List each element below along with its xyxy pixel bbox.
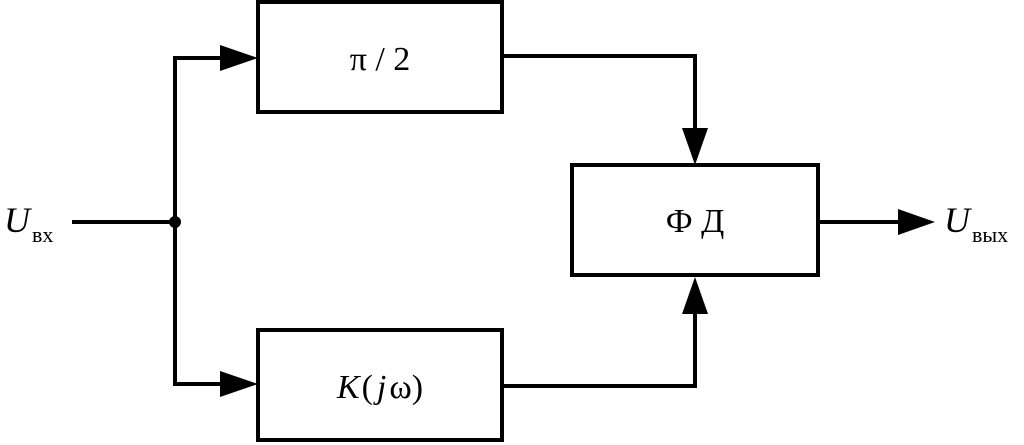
phase-detector-top-arrow bbox=[682, 128, 708, 165]
upper-branch-arrow bbox=[220, 45, 258, 71]
filter-label: K(jω) bbox=[336, 369, 423, 406]
phase-shifter-block bbox=[256, 0, 504, 114]
phase-shifter-output-wire bbox=[502, 54, 697, 130]
filter-label-omega: ω) bbox=[389, 369, 423, 406]
input-signal-subscript: вх bbox=[32, 222, 53, 247]
output-signal-symbol: U bbox=[944, 200, 972, 240]
lower-branch-arrow bbox=[220, 371, 258, 397]
output-signal-subscript: вых bbox=[972, 222, 1008, 247]
phase-detector-bottom-arrow bbox=[682, 277, 708, 314]
phase-detector-block bbox=[570, 163, 820, 277]
input-signal-symbol: U bbox=[4, 200, 32, 240]
output-arrow bbox=[898, 209, 935, 235]
input-signal-label: Uвх bbox=[4, 200, 53, 247]
filter-label-k: K bbox=[336, 369, 362, 406]
filter-label-open: ( bbox=[362, 369, 373, 406]
phase-shifter-label: π / 2 bbox=[350, 41, 411, 78]
filter-label-j: j bbox=[373, 369, 386, 406]
phase-detector-label: Ф Д bbox=[666, 203, 725, 240]
output-signal-label: Uвых bbox=[944, 200, 1008, 247]
filter-output-wire bbox=[502, 312, 697, 388]
